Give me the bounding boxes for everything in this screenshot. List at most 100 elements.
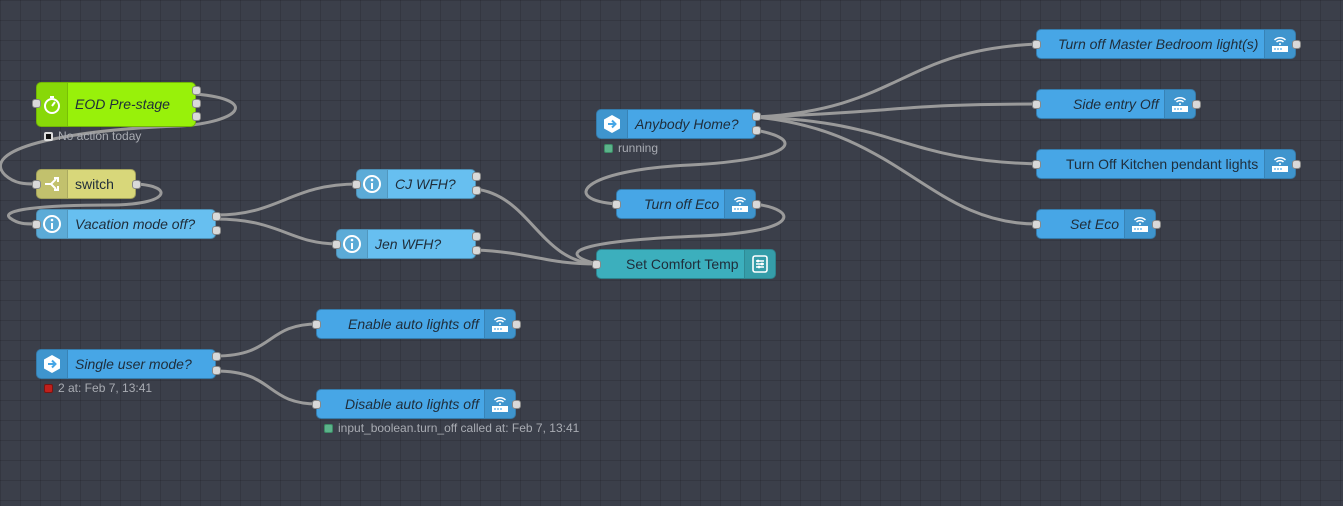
input-port[interactable] <box>612 200 621 209</box>
info-icon <box>37 210 68 238</box>
node-label: CJ WFH? <box>395 176 456 192</box>
node-set-eco[interactable]: Set Eco <box>1036 209 1156 239</box>
thermostat-icon <box>744 250 775 278</box>
output-port[interactable] <box>752 112 761 121</box>
output-port[interactable] <box>1292 40 1301 49</box>
node-switch[interactable]: switch <box>36 169 136 199</box>
input-port[interactable] <box>32 99 41 108</box>
node-enable-auto-lights-off[interactable]: Enable auto lights off <box>316 309 516 339</box>
output-port[interactable] <box>1152 220 1161 229</box>
node-status: No action today <box>44 129 141 143</box>
wire <box>215 217 339 246</box>
input-port[interactable] <box>332 240 341 249</box>
node-turn-off-eco[interactable]: Turn off Eco <box>616 189 756 219</box>
node-label: switch <box>75 176 114 192</box>
node-vacation-mode[interactable]: Vacation mode off? <box>36 209 216 239</box>
node-side-entry-off[interactable]: Side entry Off <box>1036 89 1196 119</box>
output-port[interactable] <box>472 232 481 241</box>
input-port[interactable] <box>312 320 321 329</box>
node-label: Vacation mode off? <box>75 216 196 232</box>
wire <box>0 92 237 186</box>
node-label: Jen WFH? <box>375 236 442 252</box>
node-label: Set Eco <box>1070 216 1120 232</box>
output-port[interactable] <box>472 186 481 195</box>
timer-icon <box>37 83 68 126</box>
node-turn-off-kitchen[interactable]: Turn Off Kitchen pendant lights <box>1036 149 1296 179</box>
node-jen-wfh[interactable]: Jen WFH? <box>336 229 476 259</box>
node-label: Set Comfort Temp <box>626 256 739 272</box>
node-status: running <box>604 141 658 155</box>
output-port[interactable] <box>192 86 201 95</box>
output-port[interactable] <box>512 400 521 409</box>
node-eod-prestage[interactable]: EOD Pre-stage <box>36 82 196 127</box>
wire <box>754 102 1038 119</box>
node-label: Turn Off Kitchen pendant lights <box>1066 156 1259 172</box>
router-icon <box>724 190 755 218</box>
node-set-comfort-temp[interactable]: Set Comfort Temp <box>596 249 776 279</box>
status-dot-icon <box>324 423 333 433</box>
router-icon <box>1124 210 1155 238</box>
input-port[interactable] <box>352 180 361 189</box>
node-label: Turn off Master Bedroom light(s) <box>1058 36 1259 52</box>
node-cj-wfh[interactable]: CJ WFH? <box>356 169 476 199</box>
node-label: Turn off Eco <box>644 196 720 212</box>
switch-icon <box>37 170 68 198</box>
node-label: Disable auto lights off <box>345 396 479 412</box>
wire <box>754 42 1038 119</box>
output-port[interactable] <box>192 112 201 121</box>
wire <box>754 115 1038 226</box>
status-dot-icon <box>604 143 613 153</box>
router-icon <box>1264 150 1295 178</box>
status-text: 2 at: Feb 7, 13:41 <box>58 381 153 395</box>
node-disable-auto-lights-off[interactable]: Disable auto lights off <box>316 389 516 419</box>
input-port[interactable] <box>1032 160 1041 169</box>
input-port[interactable] <box>1032 40 1041 49</box>
output-port[interactable] <box>212 212 221 221</box>
output-port[interactable] <box>472 172 481 181</box>
arrow-hex-icon <box>37 350 68 378</box>
input-port[interactable] <box>32 220 41 229</box>
node-label: Anybody Home? <box>635 116 739 132</box>
input-port[interactable] <box>32 180 41 189</box>
node-status: 2 at: Feb 7, 13:41 <box>44 381 152 395</box>
node-label: Single user mode? <box>75 356 192 372</box>
output-port[interactable] <box>212 226 221 235</box>
wire <box>575 202 786 266</box>
output-port[interactable] <box>132 180 141 189</box>
input-port[interactable] <box>1032 100 1041 109</box>
node-label: EOD Pre-stage <box>75 96 170 112</box>
node-anybody-home[interactable]: Anybody Home? <box>596 109 756 139</box>
output-port[interactable] <box>212 352 221 361</box>
wire <box>7 182 163 226</box>
wire <box>584 128 787 206</box>
node-label: Enable auto lights off <box>348 316 479 332</box>
node-label: Side entry Off <box>1073 96 1159 112</box>
router-icon <box>484 310 515 338</box>
router-icon <box>1164 90 1195 118</box>
input-port[interactable] <box>1032 220 1041 229</box>
wire <box>474 248 598 266</box>
node-single-user-mode[interactable]: Single user mode? <box>36 349 216 379</box>
router-icon <box>484 390 515 418</box>
output-port[interactable] <box>752 126 761 135</box>
wire <box>215 182 359 217</box>
output-port[interactable] <box>192 99 201 108</box>
output-port[interactable] <box>752 200 761 209</box>
status-text: No action today <box>58 129 142 143</box>
info-icon <box>337 230 368 258</box>
wire <box>474 187 598 266</box>
output-port[interactable] <box>1292 160 1301 169</box>
node-turn-off-master-bedroom[interactable]: Turn off Master Bedroom light(s) <box>1036 29 1296 59</box>
output-port[interactable] <box>512 320 521 329</box>
output-port[interactable] <box>472 246 481 255</box>
status-dot-icon <box>44 383 53 393</box>
input-port[interactable] <box>312 400 321 409</box>
output-port[interactable] <box>212 366 221 375</box>
input-port[interactable] <box>592 260 601 269</box>
output-port[interactable] <box>1192 100 1201 109</box>
info-icon <box>357 170 388 198</box>
wire <box>215 322 319 358</box>
router-icon <box>1264 30 1295 58</box>
wire <box>215 369 319 406</box>
